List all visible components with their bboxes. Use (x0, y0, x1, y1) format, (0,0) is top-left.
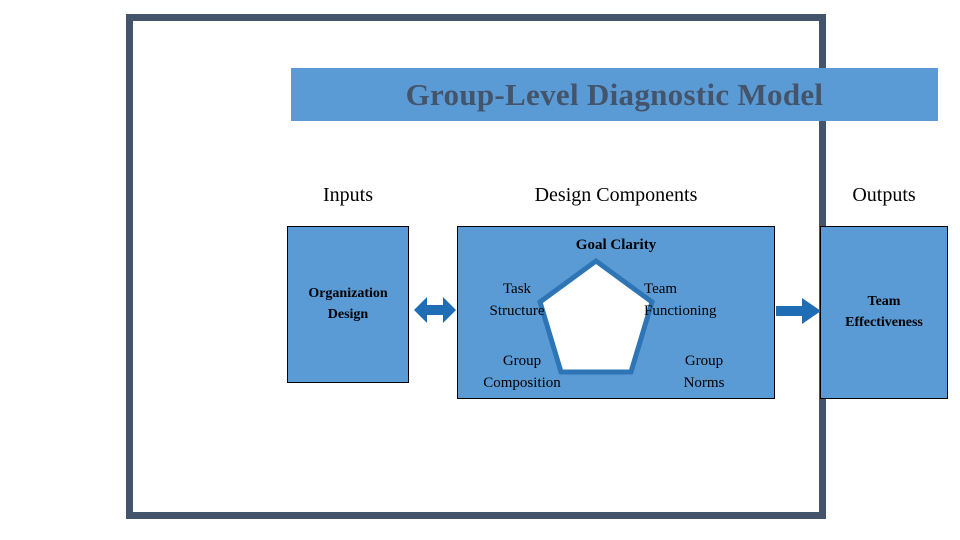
task-structure-line2: Structure (489, 302, 545, 319)
group-composition-line2: Composition (483, 374, 561, 391)
organization-design-line2: Design (327, 306, 369, 322)
group-composition-label: Group Composition (458, 351, 586, 395)
team-functioning-line1: Team (644, 281, 678, 297)
title-banner: Group-Level Diagnostic Model (291, 68, 938, 121)
team-effectiveness-line2: Effectiveness (845, 314, 923, 330)
outputs-panel[interactable]: Team Effectiveness (820, 226, 948, 399)
task-structure-line1: Task (502, 281, 532, 297)
slide-frame: Group-Level Diagnostic Model Inputs Desi… (126, 14, 948, 519)
organization-design-line1: Organization (308, 286, 388, 302)
column-heading-design-components: Design Components (534, 184, 698, 206)
column-heading-outputs: Outputs (852, 184, 916, 206)
organization-design-label: Organization Design (308, 284, 387, 325)
inputs-panel[interactable]: Organization Design (287, 226, 409, 383)
bidirectional-arrow-icon (414, 297, 456, 323)
team-effectiveness-line1: Team (867, 294, 901, 310)
page-title: Group-Level Diagnostic Model (405, 76, 824, 112)
group-composition-line1: Group (502, 353, 542, 369)
goal-clarity-label: Goal Clarity (575, 237, 657, 253)
group-norms-line2: Norms (683, 374, 725, 391)
group-norms-line1: Group (684, 353, 724, 369)
design-components-panel[interactable]: Goal Clarity Task Structure Team Functio… (457, 226, 775, 399)
right-arrow-icon (776, 298, 821, 324)
column-heading-inputs: Inputs (323, 184, 373, 206)
task-structure-label: Task Structure (462, 279, 572, 323)
pentagon-shape-icon (537, 257, 655, 375)
group-norms-label: Group Norms (644, 351, 764, 395)
team-functioning-label: Team Functioning (644, 279, 772, 323)
team-effectiveness-label: Team Effectiveness (845, 292, 923, 333)
team-functioning-line2: Functioning (644, 302, 717, 319)
